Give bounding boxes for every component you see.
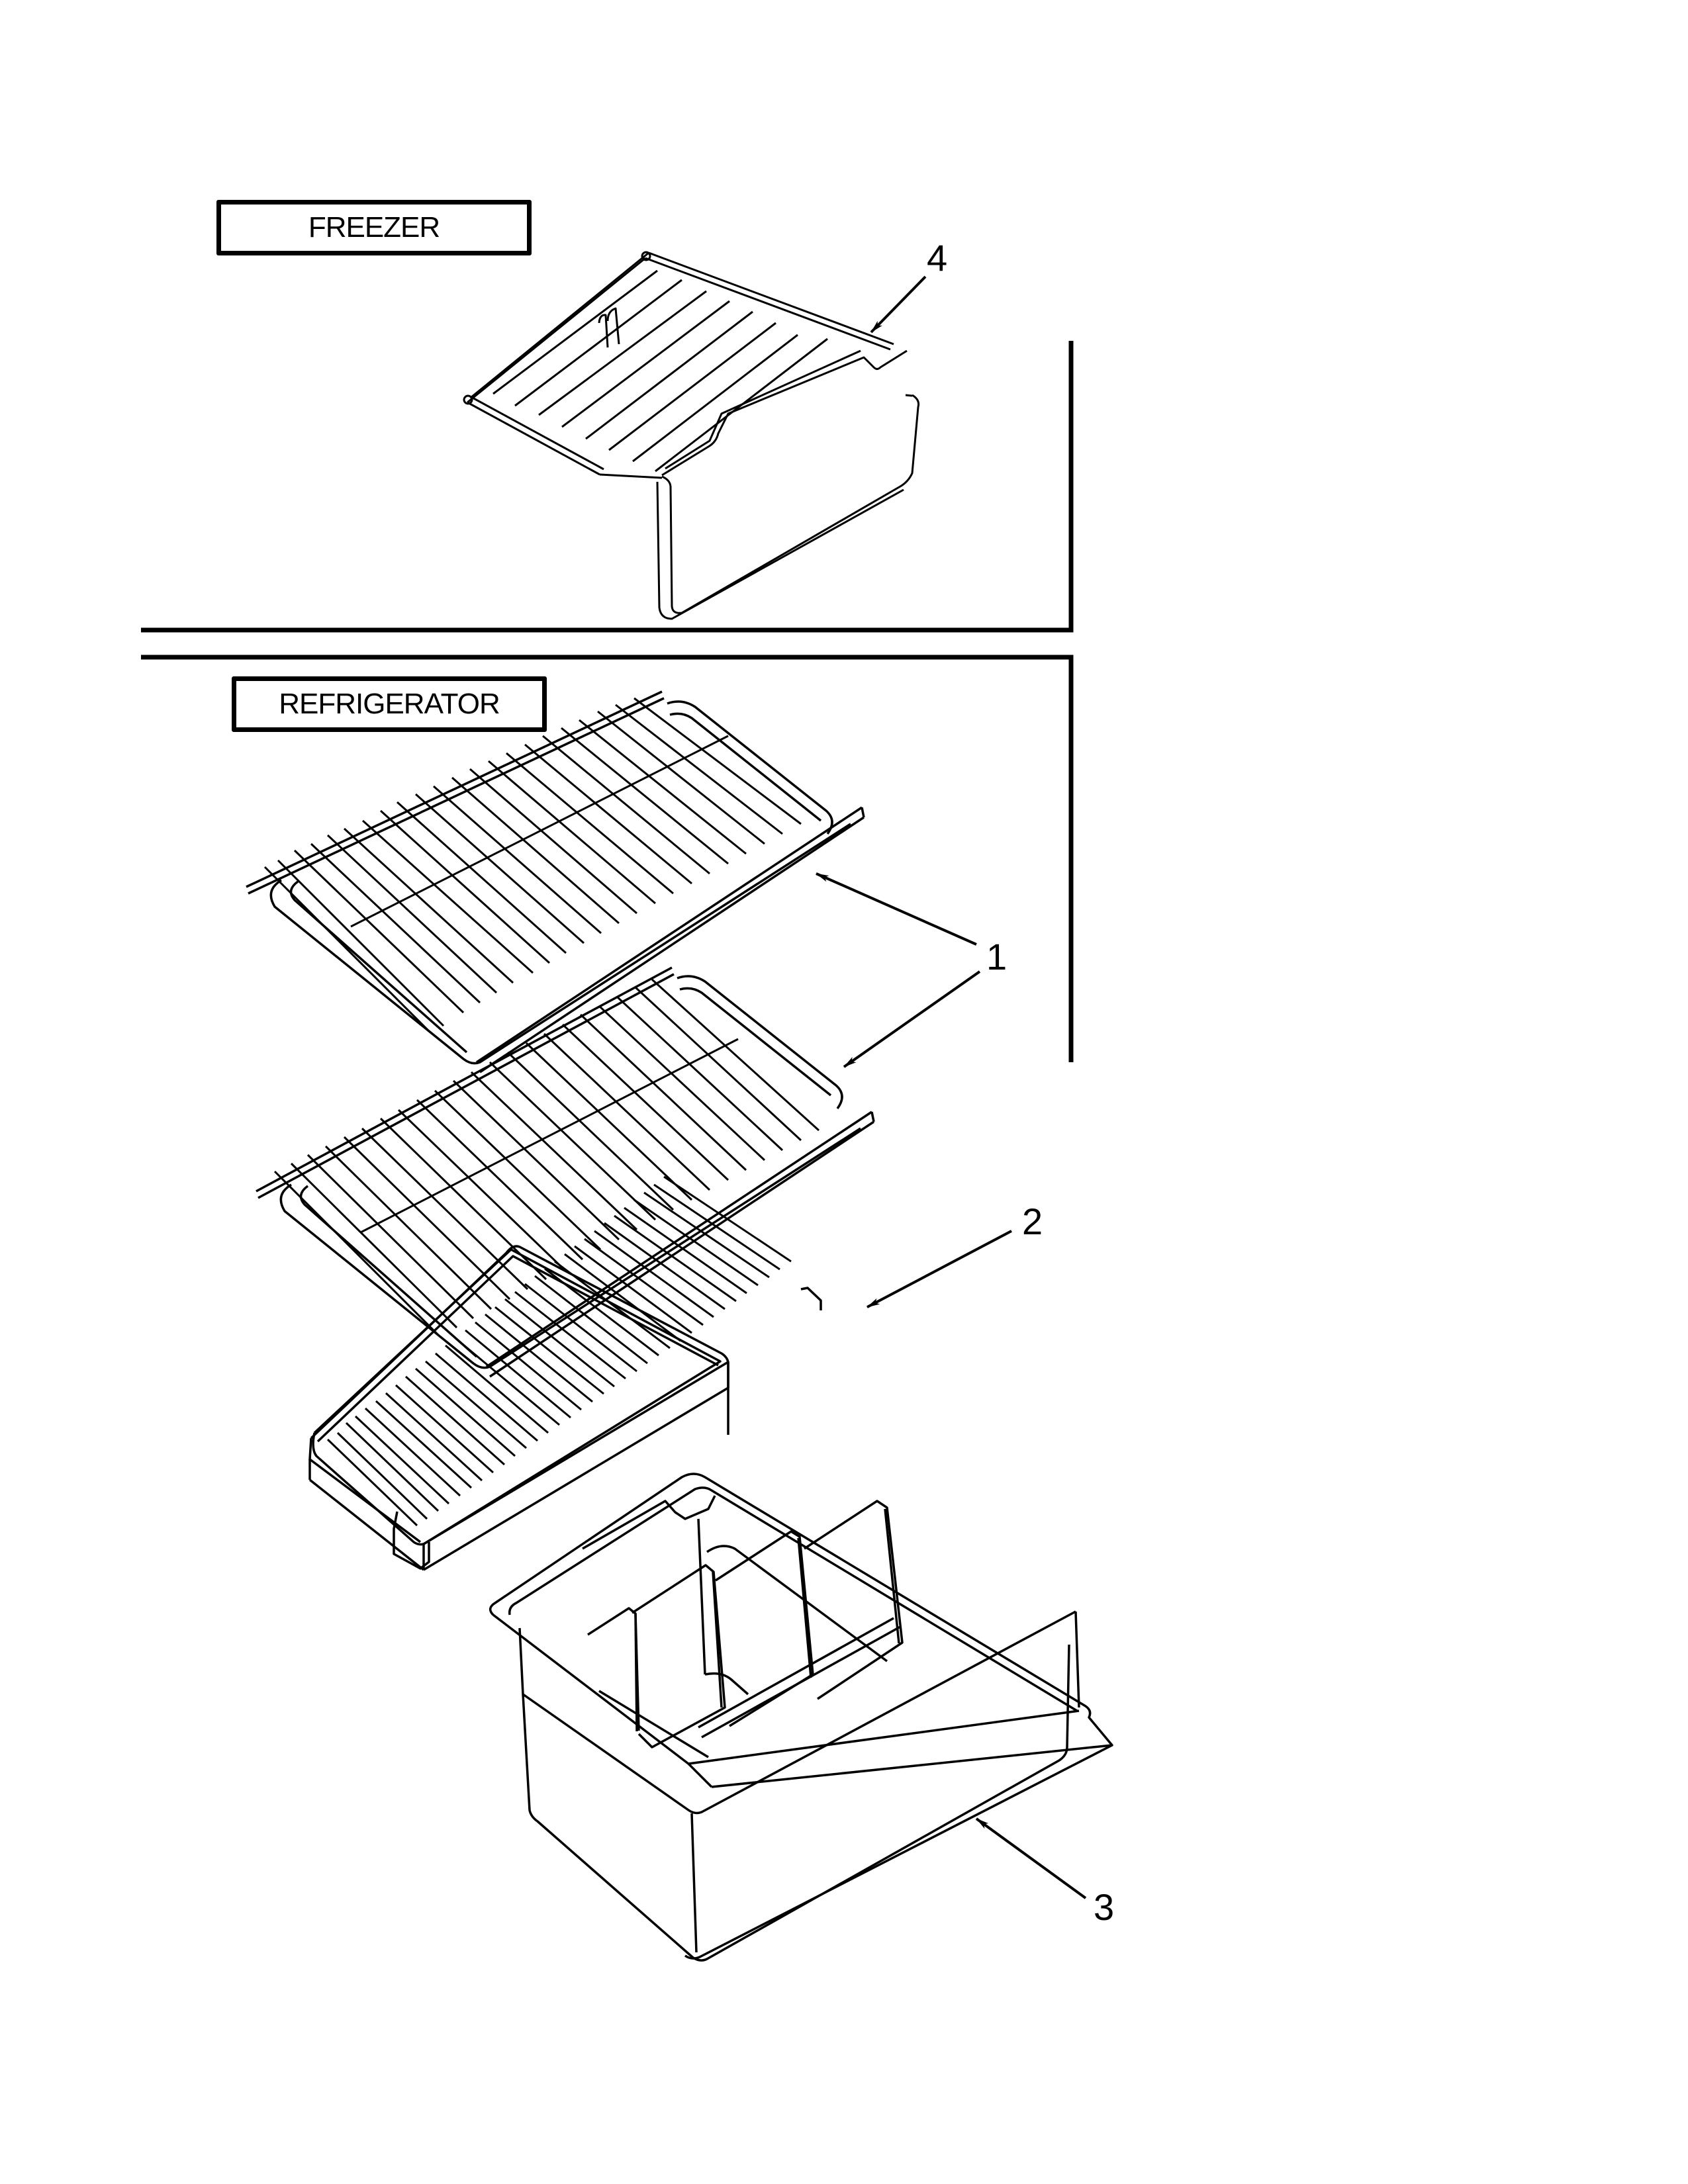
refrigerator-label-text: REFRIGERATOR [279,688,500,720]
callout-3[interactable]: 3 [1094,1886,1115,1928]
section-divider-lines [141,341,1074,1062]
callout-2[interactable]: 2 [1022,1201,1043,1242]
callout-4-leader [870,275,927,334]
crisper-drawer-part-3[interactable] [489,1473,1113,1962]
freezer-shelf-part-4[interactable] [463,251,920,620]
refrigerator-shelf-upper-part-1[interactable] [246,690,865,1073]
callout-4[interactable]: 4 [927,237,948,279]
callout-1[interactable]: 1 [986,936,1008,978]
refrigerator-section-label: REFRIGERATOR [232,676,547,732]
callout-1-leader-upper [816,872,977,946]
crisper-cover-part-2[interactable] [308,1175,822,1571]
callout-3-leader [975,1817,1087,1899]
callout-1-leader-lower [843,970,981,1068]
refrigerator-shelf-lower-part-1[interactable] [256,966,875,1378]
freezer-section-label: FREEZER [216,200,532,255]
freezer-label-text: FREEZER [308,211,440,244]
callout-2-leader [867,1230,1012,1308]
